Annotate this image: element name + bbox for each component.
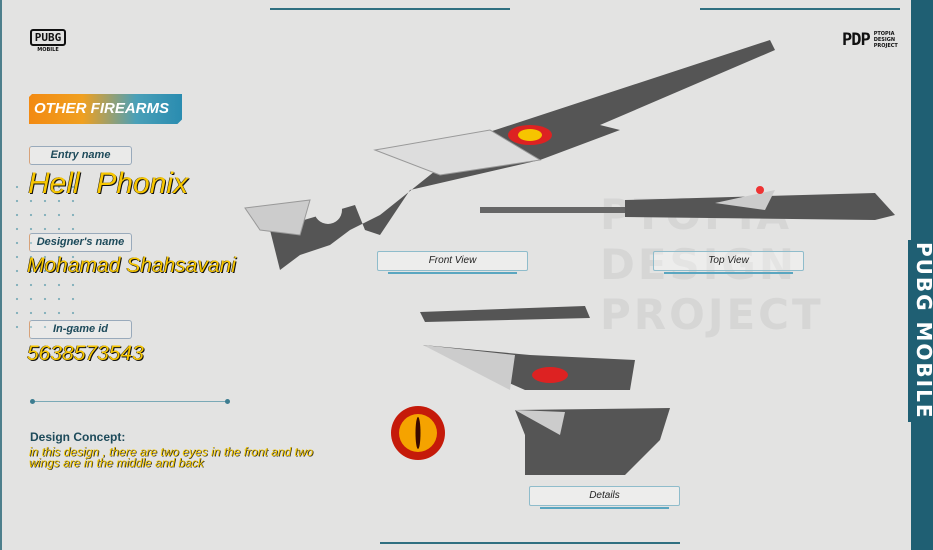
pubg-mobile-logo: PUBG MOBILE: [30, 29, 66, 57]
wing: [244, 199, 311, 236]
side-brand-text: PUBG MOBILE: [908, 240, 933, 422]
details-label: Details: [529, 486, 680, 509]
frame-line: [380, 542, 680, 544]
front-view-label: Front View: [377, 251, 528, 274]
entry-name-label: Entry name: [29, 146, 132, 165]
designer-name-label: Designer's name: [29, 233, 132, 252]
logo-text: PUBG: [30, 29, 66, 46]
front-view-rifle-image: [244, 40, 775, 270]
details-image: [420, 306, 670, 475]
design-concept-text: in this design , there are two eyes in t…: [29, 445, 314, 470]
eye-pupil: [415, 417, 421, 449]
barrel-detail: [420, 306, 590, 322]
eye-iris: [518, 129, 542, 141]
frame-line: [270, 8, 510, 10]
frame-line: [700, 8, 900, 10]
ingame-id-value: 5638573543: [27, 342, 144, 365]
design-concept-heading: Design Concept:: [30, 430, 126, 444]
top-view-label: Top View: [653, 251, 804, 274]
stock-hole: [314, 196, 342, 224]
dot-grid: [10, 180, 85, 330]
entry-name-value: Hell Phonix: [28, 167, 189, 200]
wing: [373, 129, 542, 176]
eye: [532, 367, 568, 383]
divider: [30, 399, 230, 404]
pdp-mark: PDP: [842, 30, 871, 50]
pdp-logo: PDP PTOPIA DESIGN PROJECT: [842, 30, 914, 50]
eye: [756, 186, 764, 194]
eye-emblem: [391, 406, 445, 460]
frame-line: [0, 0, 2, 550]
ingame-id-label: In-game id: [29, 320, 132, 339]
logo-subtext: MOBILE: [37, 47, 59, 53]
top-view-rifle-image: [480, 186, 895, 220]
wing: [423, 345, 515, 390]
barrel: [480, 207, 630, 213]
pdp-text: PTOPIA DESIGN PROJECT: [873, 31, 898, 49]
designer-name-value: Mohamad Shahsavani: [27, 254, 236, 277]
wing: [715, 190, 775, 210]
wing: [515, 410, 565, 435]
category-badge: OTHER FIREARMS: [29, 94, 182, 124]
